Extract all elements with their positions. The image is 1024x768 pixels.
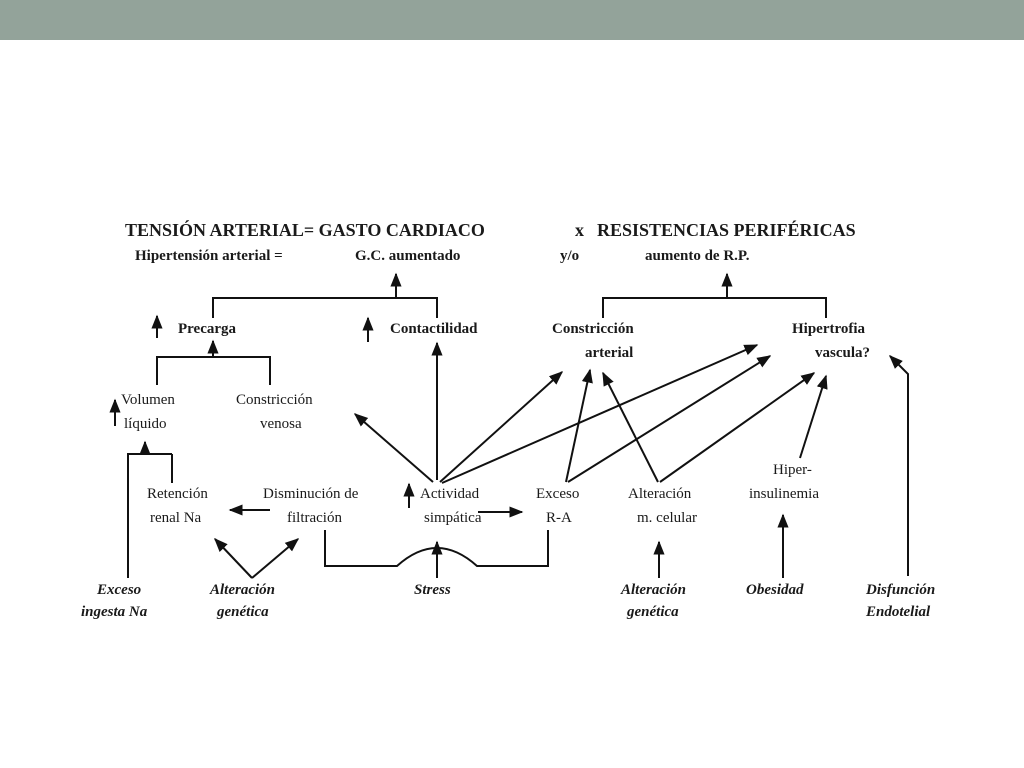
node-constriccion-arterial-l1: Constricción	[552, 321, 634, 337]
node-retencion-l2: renal Na	[150, 510, 202, 526]
node-alteracion-genetica-1-l1: Alteración	[209, 582, 275, 598]
node-volumen-l2: líquido	[124, 416, 167, 432]
node-exceso-ra-l2: R-A	[546, 510, 572, 526]
node-alteracion-genetica-2-l2: genética	[626, 604, 679, 620]
title-tension-gasto: TENSIÓN ARTERIAL= GASTO CARDIACO	[125, 219, 485, 240]
bracket-precarga	[156, 356, 271, 385]
node-precarga: Precarga	[178, 321, 237, 337]
node-hipertrofia-l1: Hipertrofia	[792, 321, 866, 337]
node-hiperinsulinemia-l2: insulinemia	[749, 486, 819, 502]
node-disminucion-l1: Disminución de	[263, 486, 359, 502]
node-disminucion-l2: filtración	[287, 510, 342, 526]
arrow-actividad-to-arterial	[439, 371, 564, 483]
node-disfuncion-l1: Disfunción	[865, 582, 935, 598]
node-constriccion-venosa-l1: Constricción	[236, 392, 313, 408]
title-resistencias: RESISTENCIAS PERIFÉRICAS	[597, 219, 856, 240]
node-constriccion-venosa-l2: venosa	[260, 416, 302, 432]
node-actividad-l1: Actividad	[420, 486, 480, 502]
node-volumen-l1: Volumen	[121, 392, 175, 408]
node-alteracion-genetica-2-l1: Alteración	[620, 582, 686, 598]
arrow-ra-to-arterial	[565, 368, 593, 483]
node-actividad-l2: simpática	[424, 510, 482, 526]
arrow-genetica-to-disminucion	[251, 538, 300, 579]
arrow-genetica-to-retencion	[214, 537, 253, 579]
arrow-exceso-na-to-volumen	[127, 440, 151, 578]
node-exceso-ra-l1: Exceso	[536, 486, 579, 502]
node-hipertrofia-l2: vascula?	[815, 345, 870, 361]
node-constriccion-arterial-l2: arterial	[585, 345, 633, 361]
arrow-actividad-to-venosa	[353, 413, 434, 483]
bracket-rp	[602, 297, 827, 318]
arrow-hiperinsulinemia-to-hipertrofia	[799, 374, 828, 459]
title-times: x	[575, 220, 584, 240]
arrow-celular-to-hipertrofia	[659, 372, 816, 483]
node-alteracion-genetica-1-l2: genética	[216, 604, 269, 620]
subtitle-hipertension: Hipertensión arterial =	[135, 248, 283, 264]
node-exceso-na-l1: Exceso	[96, 582, 141, 598]
node-contractilidad: Contactilidad	[390, 321, 478, 337]
node-obesidad: Obesidad	[746, 582, 804, 598]
node-alteracion-celular-l2: m. celular	[637, 510, 697, 526]
node-retencion-l1: Retención	[147, 486, 208, 502]
bracket-gc	[212, 297, 438, 318]
arrow-ra-to-hipertrofia	[567, 355, 772, 483]
node-disfuncion-l2: Endotelial	[865, 604, 931, 620]
node-stress: Stress	[414, 582, 451, 598]
subtitle-yo: y/o	[560, 248, 579, 264]
subtitle-gc: G.C. aumentado	[355, 248, 460, 264]
node-exceso-na-l2: ingesta Na	[81, 604, 148, 620]
arrow-celular-to-arterial	[602, 371, 659, 483]
top-bar	[0, 0, 1024, 40]
node-hiperinsulinemia-l1: Hiper-	[773, 462, 812, 478]
arrow-actividad-to-hipertrofia	[441, 344, 759, 484]
node-alteracion-celular-l1: Alteración	[628, 486, 692, 502]
arrow-disfuncion-to-hipertrofia	[889, 355, 909, 576]
subtitle-rp: aumento de R.P.	[645, 248, 750, 264]
